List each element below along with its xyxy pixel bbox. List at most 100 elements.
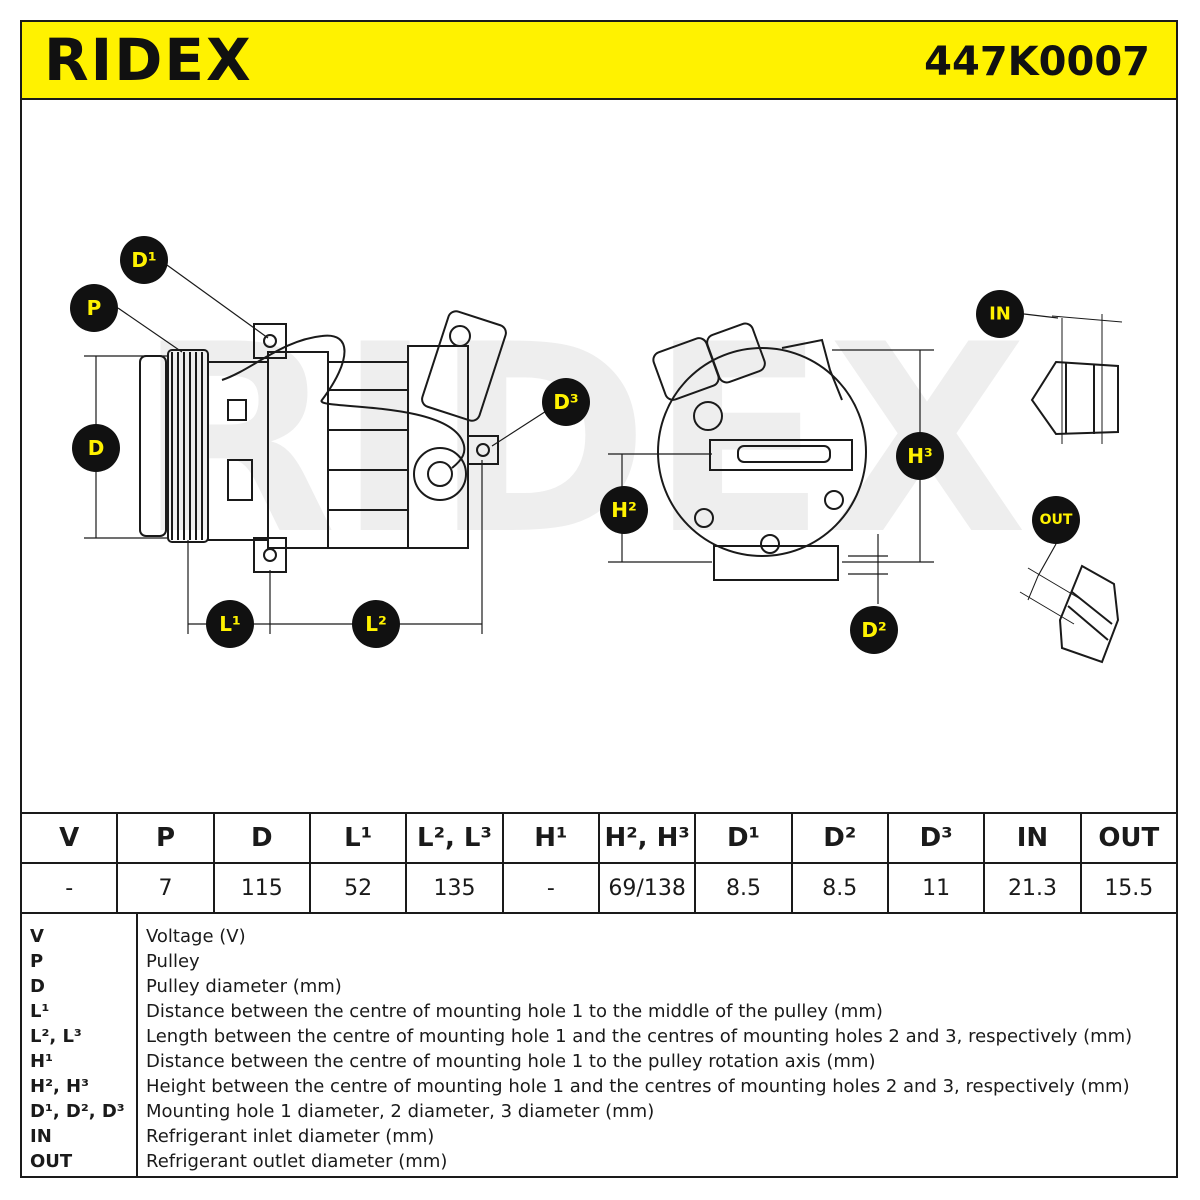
- spec-header-cell: D²: [790, 812, 889, 864]
- spec-value-cell: -: [501, 862, 600, 914]
- header-bar: RIDEX 447K0007: [20, 20, 1178, 100]
- legend-row: H¹ Distance between the centre of mountin…: [22, 1049, 1178, 1074]
- svg-text:D¹: D¹: [131, 248, 156, 272]
- spec-value-cell: 135: [405, 862, 504, 914]
- mounting-ear-3: [467, 435, 499, 465]
- legend-symbol: D¹, D², D³: [30, 1101, 125, 1122]
- rear-mount-hole-left: [694, 508, 714, 528]
- badge-d3: D³: [542, 378, 590, 426]
- spec-header-cell: H¹: [501, 812, 600, 864]
- spec-header-cell: D¹: [694, 812, 793, 864]
- legend-symbol: D: [30, 976, 45, 997]
- port-fitting: [421, 310, 507, 422]
- spec-header-cell: D: [212, 812, 311, 864]
- legend-description: Pulley: [146, 951, 200, 972]
- legend-symbol: L², L³: [30, 1026, 82, 1047]
- legend-row: P Pulley: [22, 949, 1178, 974]
- spec-value-cell: 7: [116, 862, 215, 914]
- svg-text:D: D: [88, 436, 105, 460]
- badge-d1: D¹: [120, 236, 168, 284]
- part-number: 447K0007: [924, 39, 1150, 85]
- spec-header-cell: OUT: [1079, 812, 1179, 864]
- spec-value-cell: 8.5: [694, 862, 793, 914]
- legend-row: L², L³ Length between the centre of mount…: [22, 1024, 1178, 1049]
- spec-value-cell: 115: [212, 862, 311, 914]
- rear-housing: [657, 347, 867, 557]
- in-leader-line: [1023, 313, 1059, 319]
- spec-header-cell: L², L³: [405, 812, 504, 864]
- control-valve-boss: [413, 447, 467, 501]
- spec-value-cell: 15.5: [1079, 862, 1179, 914]
- svg-text:H³: H³: [907, 444, 933, 468]
- rear-label-plate: [709, 439, 853, 471]
- out-leader-line: [1037, 543, 1057, 577]
- badge-in: IN: [976, 290, 1024, 338]
- badge-out: OUT: [1032, 496, 1080, 544]
- spec-header-cell: L¹: [308, 812, 408, 864]
- spec-header-cell: H², H³: [597, 812, 697, 864]
- legend-symbol: IN: [30, 1126, 52, 1147]
- svg-text:L¹: L¹: [219, 612, 241, 636]
- spec-header-cell: IN: [983, 812, 1082, 864]
- legend-symbol: P: [30, 951, 44, 972]
- legend-symbol: OUT: [30, 1151, 73, 1172]
- compressor-rear-view: [652, 322, 867, 581]
- technical-drawing: RIDEX: [22, 100, 1176, 812]
- svg-text:L²: L²: [365, 612, 387, 636]
- badge-d2: D²: [850, 606, 898, 654]
- legend-row: IN Refrigerant inlet diameter (mm): [22, 1124, 1178, 1149]
- legend-symbol: H², H³: [30, 1076, 90, 1097]
- brand-logo: RIDEX: [44, 26, 253, 94]
- spec-header-cell: D³: [886, 812, 986, 864]
- rear-mount-hole-bottom: [760, 534, 780, 554]
- legend-symbol: V: [30, 926, 44, 947]
- wire-harness: [221, 334, 466, 469]
- legend-row: H², H³ Height between the centre of mount…: [22, 1074, 1178, 1099]
- outlet-fitting: [1019, 564, 1120, 664]
- svg-text:D²: D²: [861, 618, 886, 642]
- legend-description: Distance between the centre of mounting …: [146, 1051, 876, 1072]
- drawing-canvas: RIDEX: [70, 236, 1123, 664]
- badge-l1: L¹: [206, 600, 254, 648]
- legend-row: OUT Refrigerant outlet diameter (mm): [22, 1149, 1178, 1174]
- spec-value-cell: 21.3: [983, 862, 1082, 914]
- inlet-fitting: [1030, 314, 1123, 444]
- legend-description: Refrigerant inlet diameter (mm): [146, 1126, 435, 1147]
- svg-text:IN: IN: [989, 304, 1011, 325]
- legend-description: Length between the centre of mounting ho…: [146, 1026, 1133, 1047]
- legend-description: Distance between the centre of mounting …: [146, 1001, 883, 1022]
- legend-description: Height between the centre of mounting ho…: [146, 1076, 1130, 1097]
- spec-value-cell: 8.5: [790, 862, 889, 914]
- legend-row: D¹, D², D³ Mounting hole 1 diameter, 2 di…: [22, 1099, 1178, 1124]
- spec-header-cell: V: [19, 812, 119, 864]
- legend-symbol: H¹: [30, 1051, 53, 1072]
- spec-value-cell: 52: [308, 862, 408, 914]
- svg-text:OUT: OUT: [1040, 512, 1073, 528]
- rear-mount-hole-right: [824, 490, 844, 510]
- svg-text:H²: H²: [611, 498, 637, 522]
- rear-outline: [781, 338, 843, 401]
- rear-port-2: [706, 322, 766, 384]
- svg-text:P: P: [87, 296, 102, 320]
- badge-h3: H³: [896, 432, 944, 480]
- badge-h2: H²: [600, 486, 648, 534]
- spec-value-cell: 11: [886, 862, 986, 914]
- spec-value-cell: 69/138: [597, 862, 697, 914]
- badge-p: P: [70, 284, 118, 332]
- legend-divider: [136, 914, 138, 1176]
- mounting-ear-1: [253, 323, 287, 359]
- legend-row: L¹ Distance between the centre of mountin…: [22, 999, 1178, 1024]
- rear-base: [713, 545, 839, 581]
- legend-description: Refrigerant outlet diameter (mm): [146, 1151, 448, 1172]
- legend-symbol: L¹: [30, 1001, 50, 1022]
- rear-boss: [693, 401, 723, 431]
- legend-description: Mounting hole 1 diameter, 2 diameter, 3 …: [146, 1101, 655, 1122]
- badge-l2: L²: [352, 600, 400, 648]
- badge-d: D: [72, 424, 120, 472]
- spec-header-cell: P: [116, 812, 215, 864]
